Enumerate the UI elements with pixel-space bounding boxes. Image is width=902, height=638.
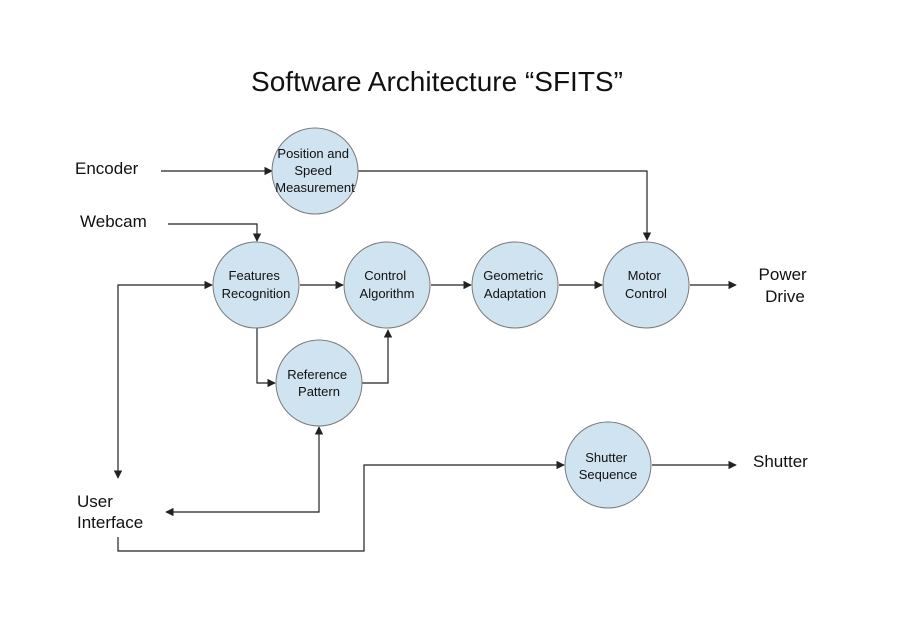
node-control-algorithm-line-2: Algorithm: [360, 286, 415, 301]
node-geometric-adaptation-line-1: Geometric: [483, 268, 543, 283]
label-power-drive-line-1: Power: [759, 265, 808, 284]
edge-ui-reference-bidirectional: [165, 426, 324, 517]
node-features-recognition-circle: [212, 241, 300, 329]
node-motor-control-line-1: Motor: [628, 268, 662, 283]
node-reference-pattern-circle: [275, 339, 363, 427]
edge-ui-features-bidirectional: [113, 280, 213, 479]
svg-text:Reference Pattern: Reference Pattern: [287, 367, 351, 399]
node-shutter-sequence-line-2: Sequence: [579, 467, 638, 482]
node-features-recognition-line-1: Features: [229, 268, 281, 283]
node-control-algorithm: Control Algorithm: [343, 241, 431, 329]
label-user-interface: User Interface: [77, 492, 143, 532]
label-shutter: Shutter: [753, 452, 808, 471]
svg-text:Geometric Adaptation: Geometric Adaptation: [483, 268, 547, 301]
node-reference-pattern-line-1: Reference: [287, 367, 347, 382]
svg-text:Position and Speed: Position and Speed Measurement: [275, 146, 355, 195]
edge-position-to-motor: [358, 170, 652, 241]
node-features-recognition: Features Recognition: [212, 241, 300, 329]
node-shutter-sequence-line-1: Shutter: [585, 450, 628, 465]
node-motor-control: Motor Control: [602, 241, 690, 329]
label-encoder: Encoder: [75, 159, 139, 178]
node-motor-control-circle: [602, 241, 690, 329]
label-webcam: Webcam: [80, 212, 147, 231]
node-geometric-adaptation-circle: [471, 241, 559, 329]
node-features-recognition-line-2: Recognition: [222, 286, 291, 301]
node-control-algorithm-circle: [343, 241, 431, 329]
label-user-interface-line-2: Interface: [77, 513, 143, 532]
node-shutter-sequence: Shutter Sequence: [564, 421, 652, 509]
svg-text:Features Recognition: Features Recognition: [222, 268, 291, 301]
node-reference-pattern: Reference Pattern: [275, 339, 363, 427]
node-position-speed-line-2: Speed: [294, 163, 332, 178]
label-power-drive-line-2: Drive: [765, 287, 805, 306]
node-motor-control-line-2: Control: [625, 286, 667, 301]
node-control-algorithm-line-1: Control: [364, 268, 406, 283]
node-position-speed-circle: [271, 127, 359, 215]
node-geometric-adaptation-line-2: Adaptation: [484, 286, 546, 301]
svg-text:Shutter Sequence: Shutter Sequence: [579, 450, 638, 482]
svg-text:Control Algorithm: Control Algorithm: [360, 268, 415, 301]
svg-text:Motor Control: Motor Control: [625, 268, 667, 301]
edge-reference-to-control: [362, 329, 393, 384]
edges: [113, 166, 737, 552]
node-position-speed-line-1: Position and: [277, 146, 349, 161]
node-position-speed-line-3: Measurement: [275, 180, 355, 195]
edge-webcam-to-features: [168, 223, 262, 242]
diagram-title: Software Architecture “SFITS”: [251, 66, 623, 97]
node-geometric-adaptation: Geometric Adaptation: [471, 241, 559, 329]
label-user-interface-line-1: User: [77, 492, 113, 511]
edge-ui-to-shutter-sequence: [117, 460, 565, 552]
label-power-drive: Power Drive: [759, 265, 812, 306]
node-position-speed: Position and Speed Measurement: [271, 127, 359, 215]
node-shutter-sequence-circle: [564, 421, 652, 509]
node-reference-pattern-line-2: Pattern: [298, 384, 340, 399]
edge-features-to-reference: [256, 328, 276, 388]
